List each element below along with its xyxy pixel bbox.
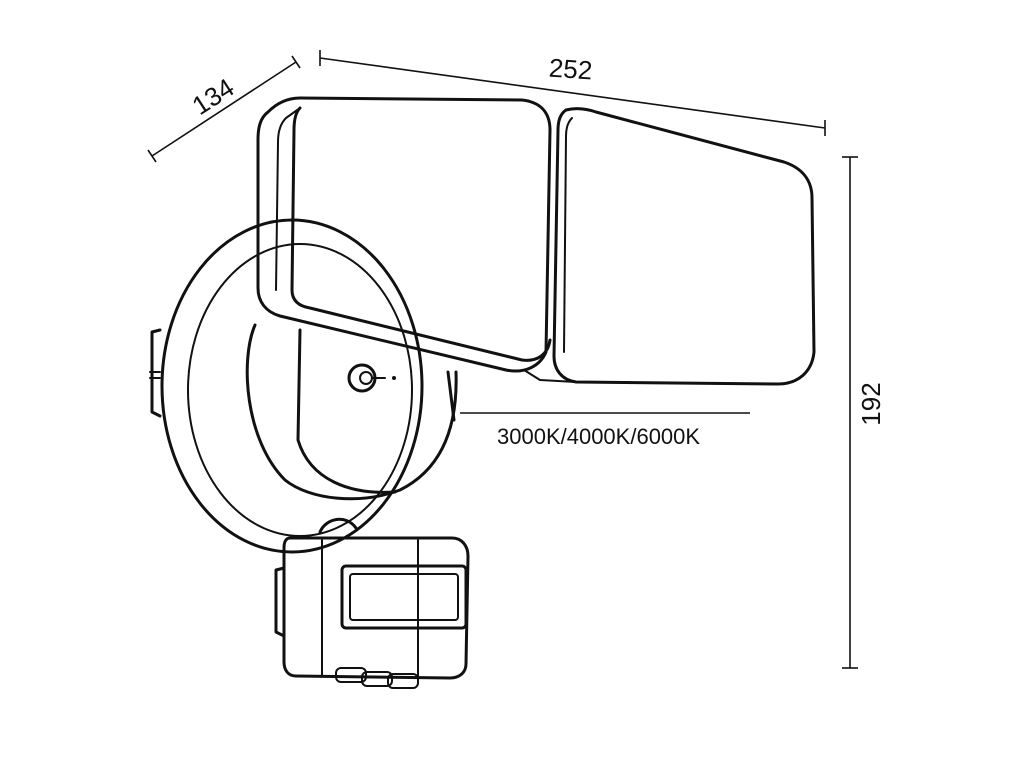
motion-sensor [274, 517, 470, 689]
depth-label: 134 [187, 72, 240, 121]
width-dimension: 252 [319, 50, 826, 136]
mounting-plate [149, 218, 424, 554]
height-label: 192 [856, 382, 886, 425]
width-label: 252 [548, 53, 593, 86]
height-dimension: 192 [842, 156, 886, 669]
color-temperature-label: 3000K/4000K/6000K [497, 424, 700, 449]
lamp-head-right [523, 107, 816, 386]
color-temperature-callout: 3000K/4000K/6000K [460, 412, 750, 449]
lamp-head-left [256, 96, 552, 373]
swivel-bracket [245, 323, 458, 501]
